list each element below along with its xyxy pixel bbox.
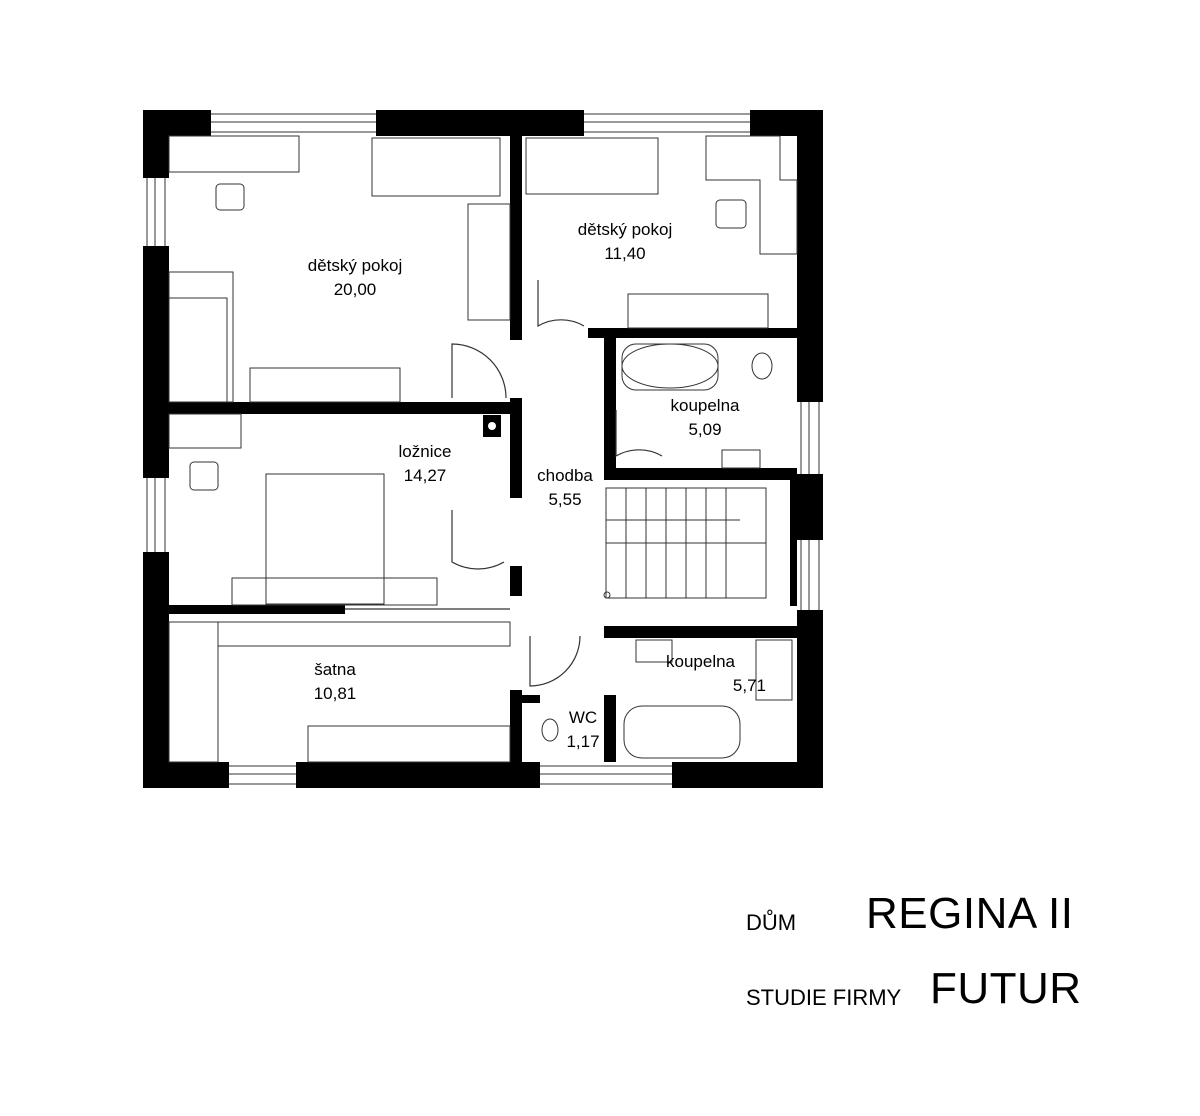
room-name: šatna bbox=[314, 660, 356, 679]
room-name: koupelna bbox=[666, 652, 736, 671]
studio-label: STUDIE FIRMY bbox=[746, 985, 902, 1010]
room-label-detsky-pokoj-1: dětský pokoj 20,00 bbox=[270, 254, 440, 302]
room-area: 5,71 bbox=[732, 676, 766, 695]
furniture bbox=[168, 135, 798, 763]
outer-walls bbox=[143, 110, 823, 788]
room-area: 5,09 bbox=[688, 420, 722, 439]
house-name: REGINA II bbox=[866, 889, 1074, 938]
room-name: chodba bbox=[537, 466, 593, 485]
room-label-satna: šatna 10,81 bbox=[280, 658, 390, 706]
doors bbox=[345, 280, 663, 687]
room-area: 11,40 bbox=[604, 244, 646, 263]
room-area: 20,00 bbox=[333, 280, 377, 299]
room-area: 10,81 bbox=[313, 684, 357, 703]
windows bbox=[146, 113, 820, 785]
room-label-loznice: ložnice 14,27 bbox=[370, 440, 480, 488]
room-area: 1,17 bbox=[566, 732, 600, 751]
room-name: ložnice bbox=[398, 442, 452, 461]
room-label-chodba: chodba 5,55 bbox=[522, 464, 608, 512]
house-label: DŮM bbox=[746, 910, 797, 935]
room-name: koupelna bbox=[670, 396, 740, 415]
chimney bbox=[488, 422, 496, 430]
studio-name: FUTUR bbox=[930, 964, 1082, 1013]
interior-walls bbox=[169, 136, 797, 762]
room-name: WC bbox=[568, 708, 598, 727]
room-label-wc: WC 1,17 bbox=[558, 706, 608, 754]
room-area: 14,27 bbox=[403, 466, 447, 485]
room-label-koupelna-2: koupelna 5,71 bbox=[666, 650, 766, 698]
room-label-detsky-pokoj-2: dětský pokoj 11,40 bbox=[540, 218, 710, 266]
room-label-koupelna-1: koupelna 5,09 bbox=[650, 394, 760, 442]
room-name: dětský pokoj bbox=[577, 220, 673, 239]
stairs bbox=[603, 487, 767, 599]
room-name: dětský pokoj bbox=[307, 256, 403, 275]
room-area: 5,55 bbox=[548, 490, 582, 509]
